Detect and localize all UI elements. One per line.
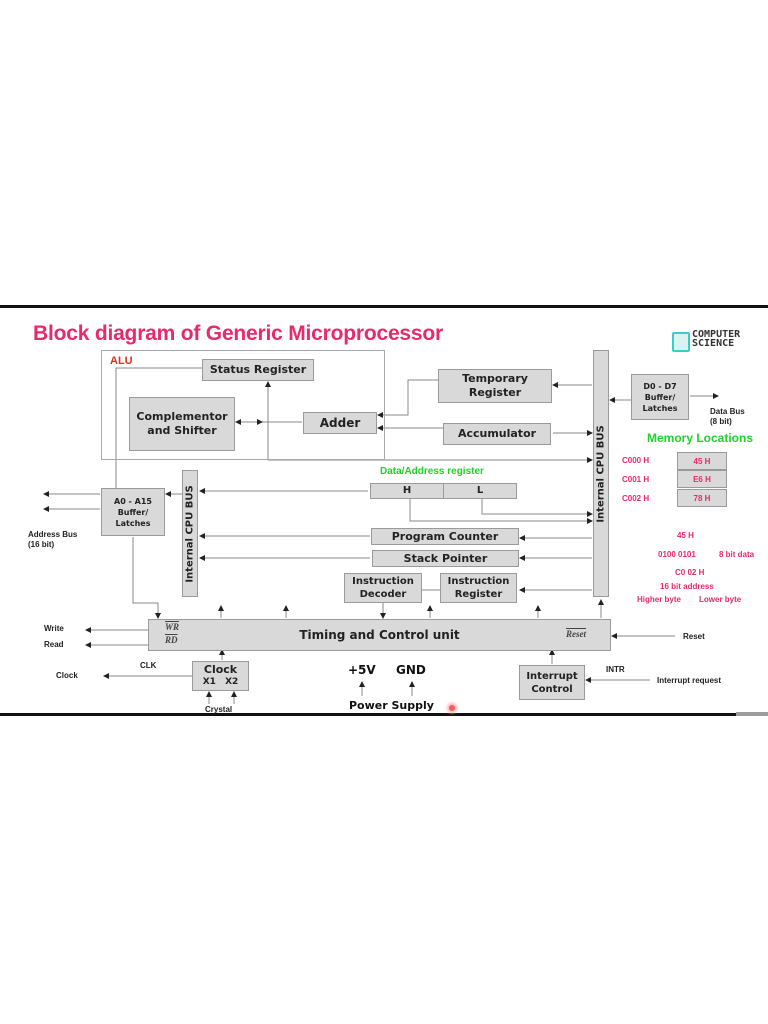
data-buffer-line2: Buffer/: [644, 392, 676, 402]
data-bus-width: (8 bit): [710, 417, 732, 426]
book-icon: [672, 332, 690, 352]
instruction-decoder-block: Instruction Decoder: [344, 573, 422, 603]
diagram-slide: Block diagram of Generic Microprocessor …: [0, 305, 768, 716]
address-bus-label: Address Bus: [28, 530, 78, 539]
power-supply-label: Power Supply: [349, 699, 434, 712]
alu-label: ALU: [110, 355, 133, 367]
wr-pin: WR: [165, 622, 180, 632]
logo-line2: SCIENCE: [692, 338, 735, 349]
internal-cpu-bus-left: Internal CPU BUS: [182, 470, 198, 597]
memory-address-2: C002 H: [622, 494, 650, 503]
h-register-block: H: [370, 483, 444, 499]
clock-block: Clock X1 X2: [192, 661, 249, 691]
internal-cpu-bus-right: Internal CPU BUS: [593, 350, 609, 597]
interrupt-control-block: Interrupt Control: [519, 665, 585, 700]
note-higher-byte: Higher byte: [637, 595, 682, 604]
note-lower-byte: Lower byte: [699, 595, 742, 604]
horizontal-scrollbar[interactable]: [736, 712, 768, 716]
address-buffer-block: A0 - A15 Buffer/ Latches: [101, 488, 165, 536]
data-bus-label: Data Bus: [710, 407, 745, 416]
interrupt-request-label: Interrupt request: [657, 676, 722, 685]
gnd-label: GND: [396, 663, 426, 677]
complementor-shifter-block: Complementor and Shifter: [129, 397, 235, 451]
plus-5v-label: +5V: [348, 663, 376, 677]
status-register-block: Status Register: [202, 359, 314, 381]
memory-address-0: C000 H: [622, 456, 650, 465]
note-data-label: 8 bit data: [719, 550, 755, 559]
data-address-register-title: Data/Address register: [380, 466, 484, 477]
memory-cell-1: E6 H: [677, 470, 727, 488]
memory-locations-title: Memory Locations: [647, 431, 754, 445]
clock-output-label: Clock: [56, 671, 78, 680]
reset-pin: Reset: [566, 629, 586, 639]
data-buffer-line1: D0 - D7: [643, 381, 677, 391]
temporary-register-block: Temporary Register: [438, 369, 552, 403]
intr-label: INTR: [606, 665, 625, 674]
address-buffer-line2: Buffer/: [117, 507, 149, 517]
record-indicator-icon: [449, 705, 455, 711]
memory-cell-2: 78 H: [677, 489, 727, 507]
program-counter-block: Program Counter: [371, 528, 519, 545]
timing-control-unit-block: Timing and Control unit: [148, 619, 611, 651]
clk-label: CLK: [140, 661, 157, 670]
note-binary: 0100 0101: [658, 550, 696, 559]
clock-pins: X1 X2: [202, 677, 239, 687]
instruction-register-block: Instruction Register: [440, 573, 517, 603]
note-hex: 45 H: [677, 531, 694, 540]
rd-pin: RD: [165, 635, 178, 645]
accumulator-block: Accumulator: [443, 423, 551, 445]
connection-wires: [43, 367, 719, 704]
memory-cell-0: 45 H: [677, 452, 727, 470]
write-label: Write: [44, 624, 64, 633]
address-bus-width: (16 bit): [28, 540, 55, 549]
crystal-label: Crystal: [205, 705, 233, 714]
clock-title: Clock: [203, 663, 238, 676]
data-buffer-line3: Latches: [642, 403, 678, 413]
address-buffer-line3: Latches: [115, 518, 151, 528]
l-register-block: L: [443, 483, 517, 499]
data-buffer-block: D0 - D7 Buffer/ Latches: [631, 374, 689, 420]
reset-label: Reset: [683, 632, 705, 641]
logo-line1: COMPUTER: [692, 329, 741, 340]
read-label: Read: [44, 640, 64, 649]
note-address-label: 16 bit address: [660, 582, 714, 591]
adder-block: Adder: [303, 412, 377, 434]
alu-frame: [101, 350, 385, 460]
diagram-title: Block diagram of Generic Microprocessor: [33, 322, 443, 345]
computer-science-logo: COMPUTER SCIENCE: [672, 330, 764, 354]
memory-address-1: C001 H: [622, 475, 650, 484]
stack-pointer-block: Stack Pointer: [372, 550, 519, 567]
note-address: C0 02 H: [675, 568, 705, 577]
address-buffer-line1: A0 - A15: [114, 496, 152, 506]
